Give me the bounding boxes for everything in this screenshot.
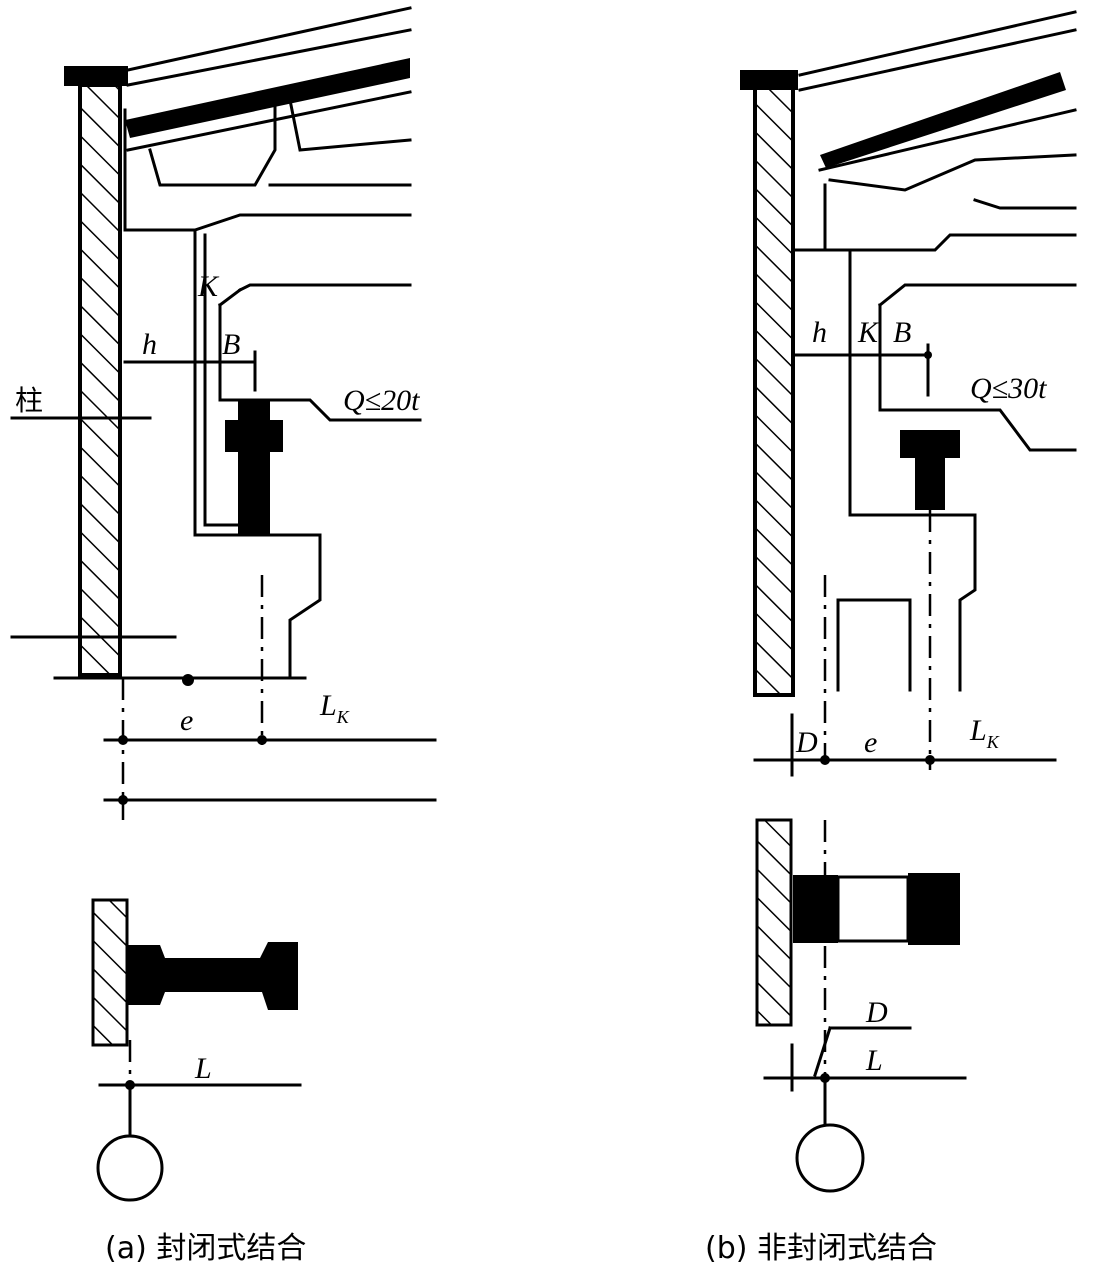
label-b-b: B xyxy=(893,316,911,349)
panel-a-closed-type: 柱 h K B Q≤20t e LK L (a) 封闭式结合 xyxy=(10,6,437,1266)
label-d-b: D xyxy=(795,726,818,759)
roof-truss-a xyxy=(125,6,412,152)
label-column-a: 柱 xyxy=(15,384,43,417)
dim-d-e-lk-b xyxy=(753,713,1057,777)
label-d2-b: D xyxy=(865,996,888,1029)
trolley-b xyxy=(900,430,960,510)
plan-section-b xyxy=(755,818,967,1193)
label-k-a: K xyxy=(197,270,220,303)
label-k-b: K xyxy=(857,316,880,349)
dim-e-lk-a xyxy=(103,735,437,805)
label-q-b: Q≤30t xyxy=(970,372,1047,405)
plan-section-a xyxy=(91,898,302,1202)
crane-bridge-a xyxy=(123,98,412,677)
trolley-a xyxy=(218,303,422,535)
label-lk-a: LK xyxy=(319,689,350,727)
label-h-b: h xyxy=(812,316,827,349)
dim-h-k-b-b xyxy=(791,343,932,397)
label-e-b: e xyxy=(864,726,877,759)
roof-truss-b xyxy=(798,10,1077,172)
column-a xyxy=(78,83,122,677)
label-l-a: L xyxy=(194,1052,212,1085)
dim-h-b-a xyxy=(123,350,257,392)
column-b xyxy=(753,83,795,697)
panel-b-open-type: h K B Q≤30t D e LK D L (b) 非封闭式结合 xyxy=(705,10,1077,1266)
caption-b: (b) 非封闭式结合 xyxy=(705,1231,937,1266)
rail-mark-a xyxy=(182,674,194,686)
wheel-legs-b xyxy=(823,575,912,760)
label-b-a: B xyxy=(222,328,240,361)
crane-bridge-b xyxy=(793,153,1077,692)
column-cap-b xyxy=(740,70,798,90)
label-lk-b: LK xyxy=(969,714,1000,752)
label-e-a: e xyxy=(180,704,193,737)
caption-a: (a) 封闭式结合 xyxy=(105,1231,306,1266)
label-h-a: h xyxy=(142,328,157,361)
label-q-a: Q≤20t xyxy=(343,384,420,417)
column-cap-a xyxy=(64,66,128,86)
label-l-b: L xyxy=(865,1044,883,1077)
